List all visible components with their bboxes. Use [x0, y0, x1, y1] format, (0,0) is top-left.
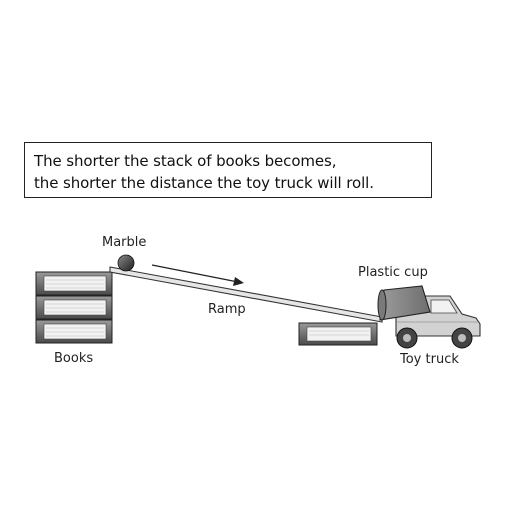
toy-truck-label: Toy truck	[399, 352, 459, 367]
book-stack-tall	[35, 271, 113, 344]
statement-line-2: the shorter the distance the toy truck w…	[34, 174, 374, 192]
marble-label: Marble	[102, 235, 146, 250]
book-single	[298, 322, 378, 346]
motion-arrow	[151, 264, 244, 286]
hypothesis-statement-box: The shorter the stack of books becomes, …	[24, 142, 432, 198]
plastic-cup	[377, 285, 431, 321]
plastic-cup-label: Plastic cup	[358, 265, 428, 280]
truck-wheel-front	[451, 327, 473, 349]
ramp	[109, 266, 383, 323]
book-1	[35, 271, 113, 296]
truck-wheel-rear	[396, 327, 418, 349]
statement-line-1: The shorter the stack of books becomes,	[34, 152, 337, 170]
marble	[117, 254, 135, 272]
book-3	[35, 319, 113, 344]
book-2	[35, 295, 113, 320]
ramp-label: Ramp	[208, 302, 246, 317]
books-label: Books	[54, 351, 93, 366]
